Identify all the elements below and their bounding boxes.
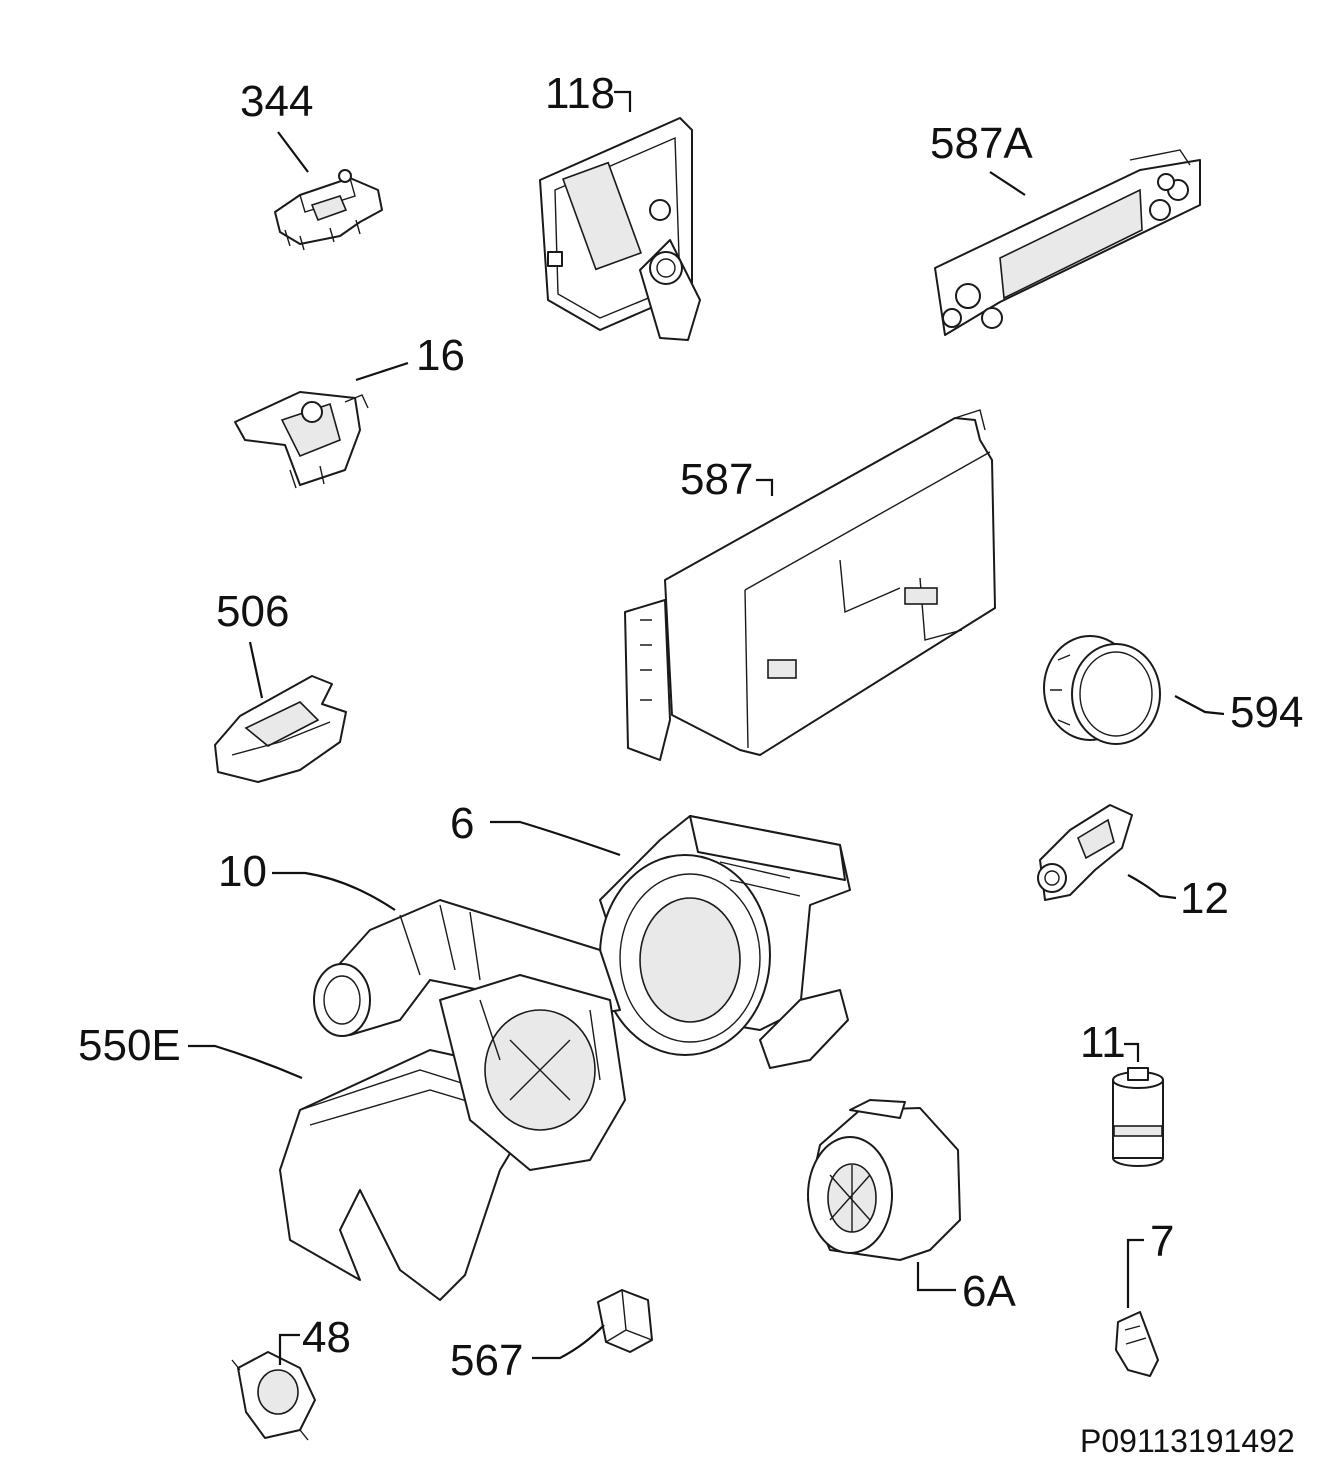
label-6: 6 — [450, 799, 474, 848]
bracket-48 — [278, 1333, 300, 1365]
bracket-587 — [756, 478, 774, 496]
leader-10 — [272, 871, 396, 911]
label-567: 567 — [450, 1336, 523, 1385]
label-11: 11 — [1080, 1018, 1126, 1067]
part-6-circulation-pump[interactable] — [599, 815, 851, 1069]
leader-16 — [355, 361, 409, 382]
leader-550E — [188, 1044, 303, 1080]
part-6A-drain-pump[interactable] — [807, 1099, 961, 1261]
label-12: 12 — [1180, 874, 1229, 923]
leader-567 — [532, 1324, 605, 1360]
part-118-detergent-dispenser[interactable] — [539, 117, 701, 341]
bracket-7 — [1126, 1238, 1144, 1308]
part-550E-pump-housing[interactable] — [279, 974, 626, 1301]
leader-594 — [1174, 695, 1225, 716]
label-7: 7 — [1150, 1217, 1174, 1266]
label-506: 506 — [216, 587, 289, 636]
part-11-capacitor[interactable] — [1112, 1067, 1164, 1167]
leader-6 — [490, 820, 621, 857]
bracket-6A — [916, 1262, 956, 1292]
label-16: 16 — [416, 331, 465, 380]
part-587A-control-panel[interactable] — [934, 149, 1201, 336]
label-10: 10 — [218, 847, 267, 896]
bracket-11 — [1124, 1042, 1140, 1062]
leader-12 — [1127, 874, 1177, 900]
leader-587A — [989, 171, 1026, 196]
label-48: 48 — [302, 1313, 351, 1362]
part-567-connector[interactable] — [597, 1289, 653, 1353]
bracket-118 — [614, 90, 632, 112]
leader-506 — [248, 641, 264, 699]
part-48-valve[interactable] — [231, 1351, 316, 1441]
label-587: 587 — [680, 455, 753, 504]
leader-344 — [277, 131, 309, 173]
part-12-sensor[interactable] — [1037, 804, 1133, 901]
label-587A: 587A — [930, 119, 1033, 168]
part-594-round-sensor[interactable] — [1043, 635, 1161, 745]
label-344: 344 — [240, 77, 313, 126]
part-16-door-lock[interactable] — [234, 391, 369, 489]
part-506-latch[interactable] — [214, 675, 347, 783]
part-587-electronic-module[interactable] — [624, 409, 996, 761]
label-550E: 550E — [78, 1021, 181, 1070]
label-594: 594 — [1230, 688, 1303, 737]
label-6A: 6A — [962, 1267, 1016, 1316]
drawing-code: P09113191492 — [1080, 1423, 1295, 1459]
part-7-clip[interactable] — [1115, 1311, 1159, 1377]
label-118: 118 — [545, 69, 615, 118]
part-344-switch[interactable] — [274, 169, 383, 251]
